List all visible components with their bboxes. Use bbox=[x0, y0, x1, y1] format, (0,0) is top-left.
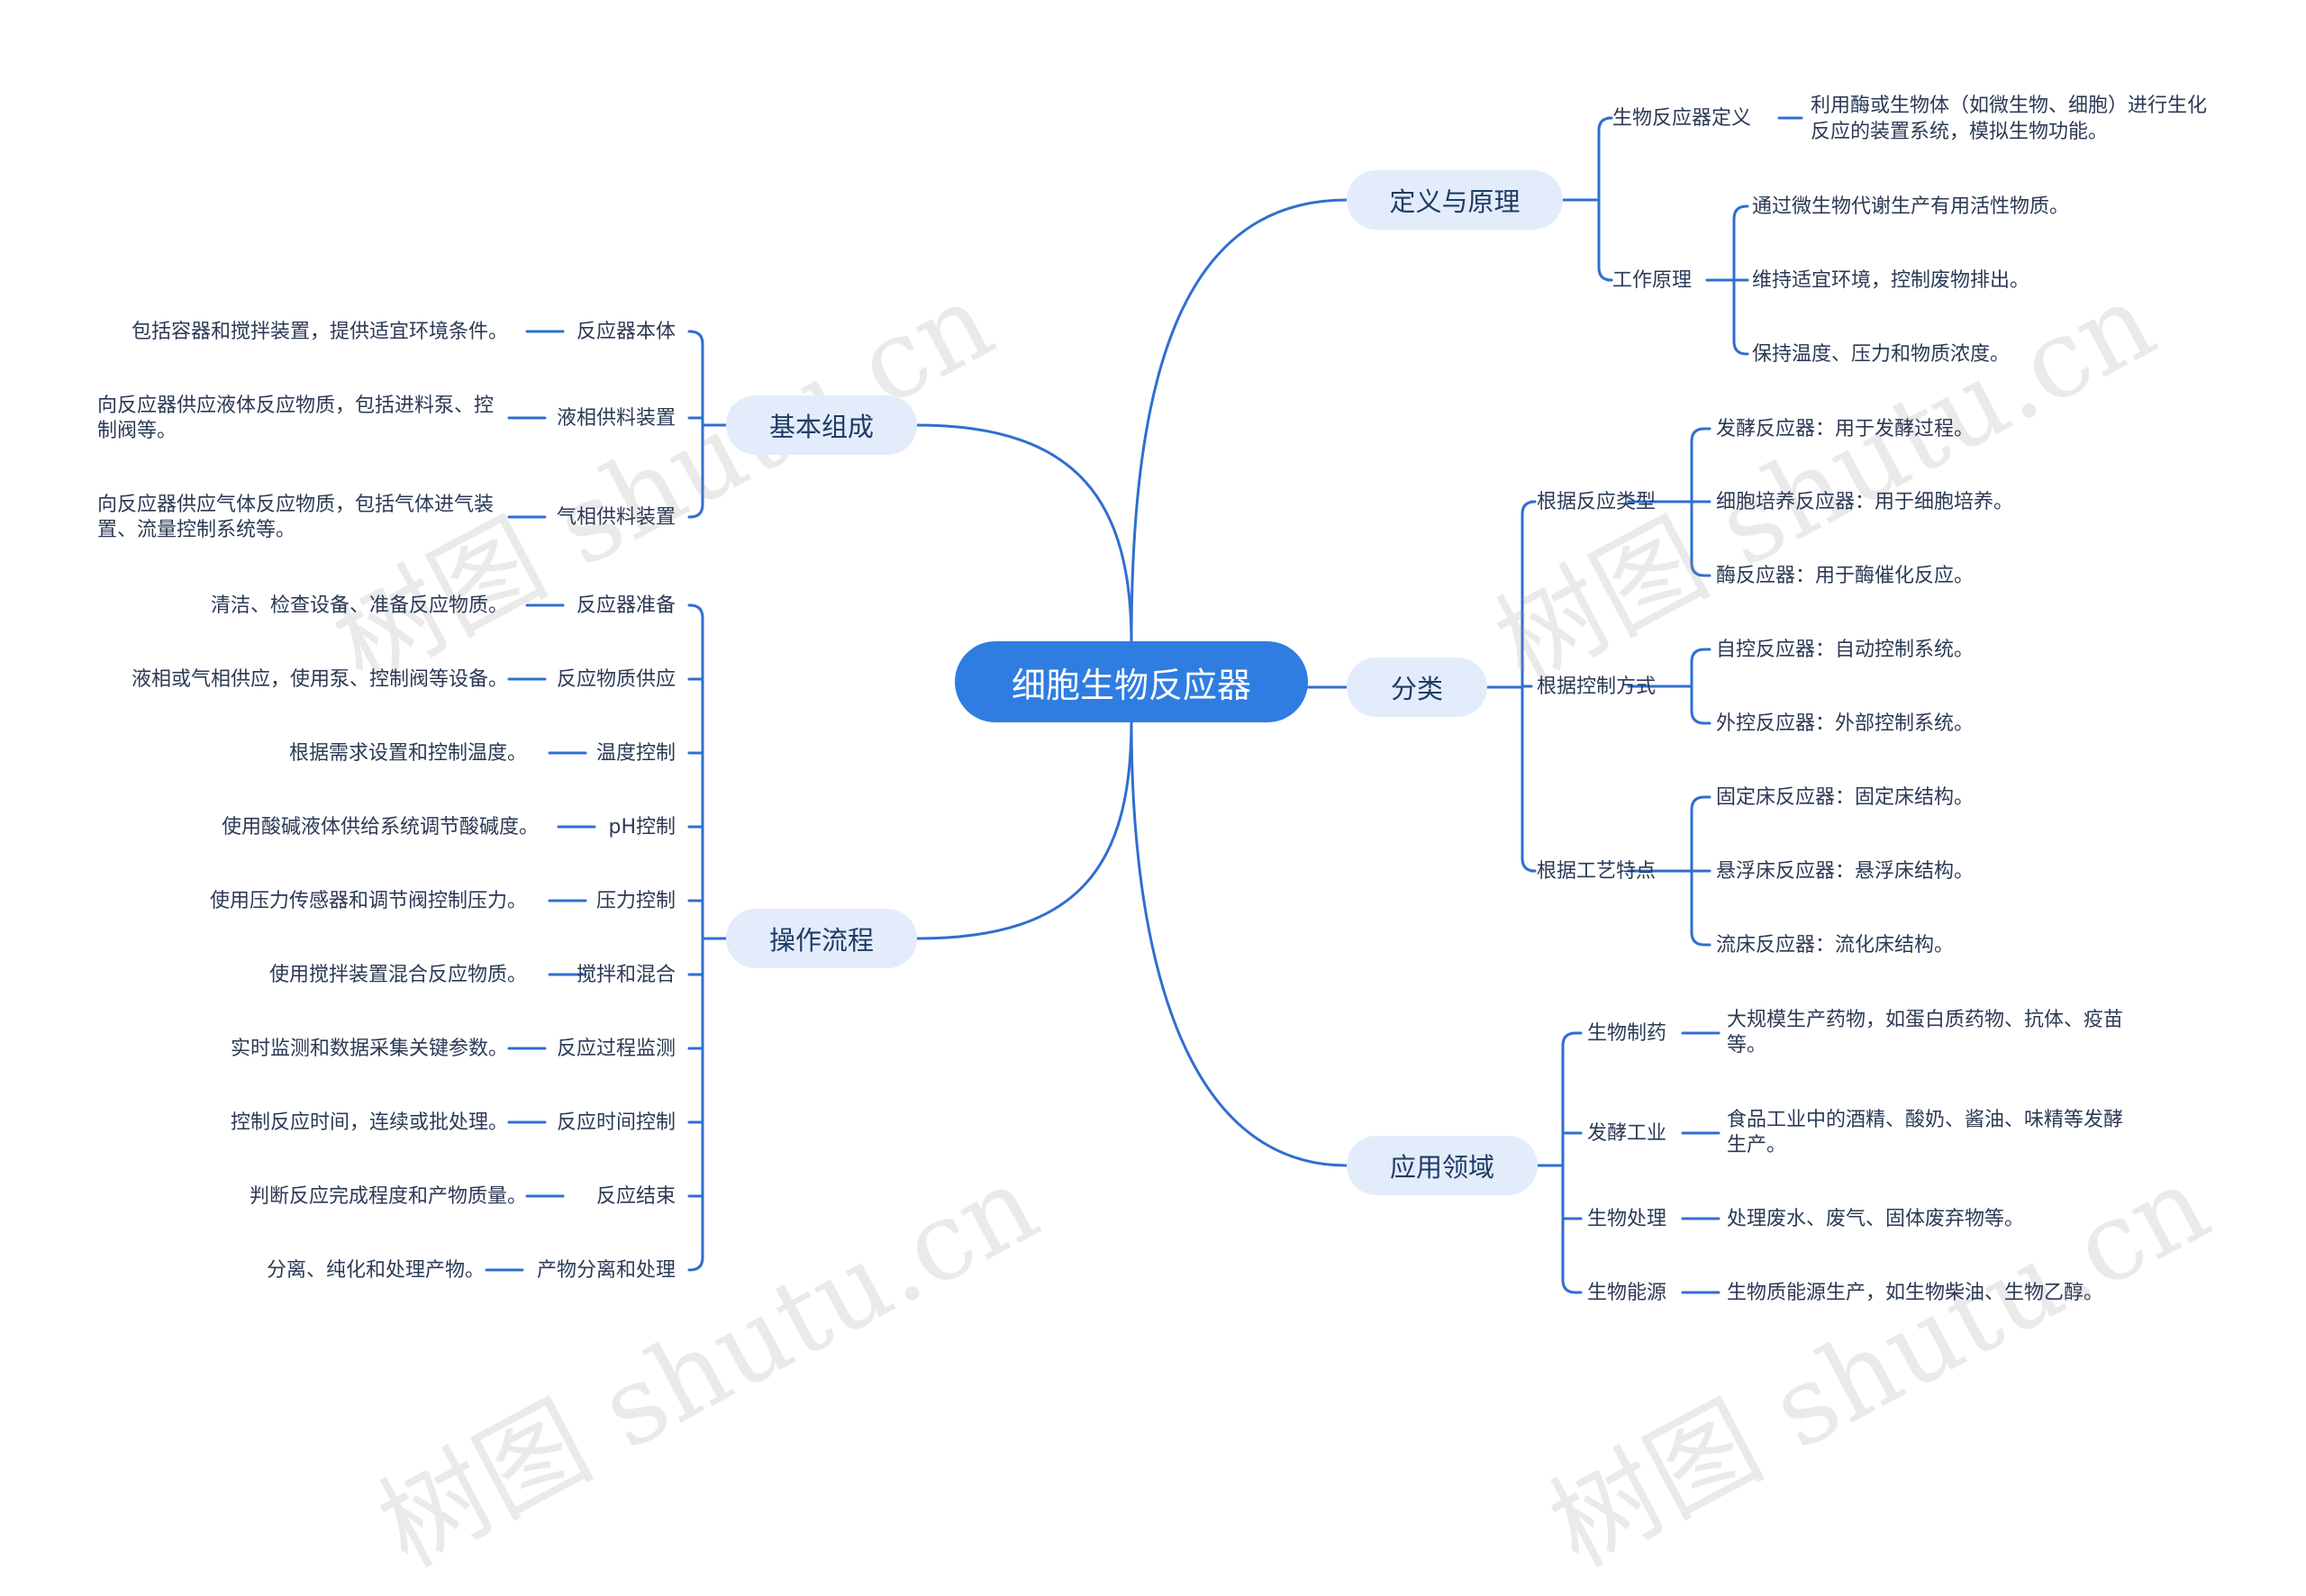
class-item: 自控反应器：自动控制系统。 bbox=[1716, 639, 1975, 661]
composition-text-line: 制阀等。 bbox=[97, 420, 177, 442]
process-text: 使用搅拌装置混合反应物质。 bbox=[268, 964, 527, 986]
node-class-group[interactable]: 根据工艺特点 bbox=[1537, 860, 1657, 883]
application-text-line: 生物质能源生产，如生物柴油、生物乙醇。 bbox=[1727, 1282, 2104, 1304]
class-item: 外控反应器：外部控制系统。 bbox=[1716, 712, 1975, 735]
class-group-bracket bbox=[1690, 869, 1706, 947]
process-text: 根据需求设置和控制温度。 bbox=[288, 742, 527, 765]
principle-item: 保持温度、压力和物质浓度。 bbox=[1752, 343, 2011, 366]
process-text: 使用酸碱液体供给系统调节酸碱度。 bbox=[221, 816, 539, 839]
principle-item: 维持适宜环境，控制废物排出。 bbox=[1752, 269, 2030, 292]
definition-text-line: 反应的装置系统，模拟生物功能。 bbox=[1811, 121, 2109, 143]
class-group-bracket bbox=[1690, 795, 1706, 873]
process-bracket bbox=[688, 603, 704, 940]
node-application[interactable]: 生物制药 bbox=[1587, 1022, 1667, 1045]
principle-bracket bbox=[1732, 278, 1748, 356]
definition-bracket bbox=[1597, 116, 1613, 202]
node-process[interactable]: 反应器准备 bbox=[576, 594, 676, 617]
branch-application[interactable]: 应用领域 bbox=[1347, 1136, 1538, 1195]
class-item: 悬浮床反应器：悬浮床结构。 bbox=[1716, 860, 1975, 883]
node-process[interactable]: 反应过程监测 bbox=[556, 1038, 676, 1060]
composition-text-line: 向反应器供应液体反应物质，包括进料泵、控 bbox=[97, 394, 495, 417]
application-text-line: 生产。 bbox=[1727, 1134, 1787, 1156]
class-item: 酶反应器：用于酶催化反应。 bbox=[1716, 565, 1975, 587]
node-application[interactable]: 生物处理 bbox=[1587, 1208, 1667, 1230]
node-class-group[interactable]: 根据控制方式 bbox=[1537, 676, 1657, 698]
mind-map: 树图 shutu.cn 树图 shutu.cn 树图 shutu.cn 树图 s… bbox=[97, 95, 2229, 1591]
definition-bracket bbox=[1597, 198, 1613, 282]
application-bracket bbox=[1561, 1164, 1577, 1294]
composition-text-line: 向反应器供应气体反应物质，包括气体进气装 bbox=[97, 494, 495, 516]
node-application[interactable]: 发酵工业 bbox=[1587, 1122, 1667, 1145]
root-to-process bbox=[915, 719, 1133, 940]
composition-bracket bbox=[688, 330, 704, 427]
node-process[interactable]: 压力控制 bbox=[595, 890, 676, 912]
class-item: 发酵反应器：用于发酵过程。 bbox=[1716, 418, 1975, 440]
node-process[interactable]: 产物分离和处理 bbox=[536, 1259, 676, 1282]
process-text: 使用压力传感器和调节阀控制压力。 bbox=[209, 890, 527, 912]
class-item: 细胞培养反应器：用于细胞培养。 bbox=[1716, 491, 2014, 513]
class-group-bracket bbox=[1690, 685, 1706, 725]
node-composition[interactable]: 液相供料装置 bbox=[556, 407, 676, 430]
node-composition[interactable]: 反应器本体 bbox=[576, 321, 676, 343]
definition-text-line: 利用酶或生物体（如微生物、细胞）进行生化 bbox=[1811, 95, 2208, 117]
node-process[interactable]: 反应时间控制 bbox=[556, 1111, 676, 1134]
root-node[interactable]: 细胞生物反应器 bbox=[957, 643, 1306, 721]
process-text: 液相或气相供应，使用泵、控制阀等设备。 bbox=[131, 668, 508, 691]
process-text: 清洁、检查设备、准备反应物质。 bbox=[210, 594, 508, 617]
classification-bracket bbox=[1521, 685, 1537, 873]
principle-bracket bbox=[1732, 204, 1748, 282]
node-composition[interactable]: 气相供料装置 bbox=[556, 506, 676, 529]
application-bracket bbox=[1561, 1031, 1577, 1167]
node-definition-label[interactable]: 生物反应器定义 bbox=[1612, 107, 1752, 130]
node-process[interactable]: 反应结束 bbox=[595, 1185, 676, 1208]
branch-definition[interactable]: 定义与原理 bbox=[1347, 170, 1563, 230]
node-class-group[interactable]: 根据反应类型 bbox=[1537, 491, 1657, 513]
application-text-line: 大规模生产药物，如蛋白质药物、抗体、疫苗 bbox=[1727, 1009, 2124, 1031]
process-text: 判断反应完成程度和产物质量。 bbox=[249, 1185, 527, 1208]
class-group-bracket bbox=[1690, 500, 1706, 577]
node-principle-label[interactable]: 工作原理 bbox=[1612, 269, 1693, 292]
composition-text-line: 包括容器和搅拌装置，提供适宜环境条件。 bbox=[131, 321, 508, 343]
node-process[interactable]: 反应物质供应 bbox=[556, 668, 676, 691]
composition-bracket bbox=[688, 423, 704, 519]
principle-item: 通过微生物代谢生产有用活性物质。 bbox=[1752, 195, 2070, 218]
root-to-definition bbox=[1130, 198, 1348, 645]
process-bracket bbox=[688, 937, 704, 1272]
class-group-bracket bbox=[1690, 427, 1706, 503]
application-text-line: 等。 bbox=[1727, 1034, 1767, 1056]
process-text: 控制反应时间，连续或批处理。 bbox=[230, 1111, 508, 1134]
root-to-composition bbox=[915, 423, 1133, 645]
branch-composition[interactable]: 基本组成 bbox=[726, 395, 917, 455]
class-group-bracket bbox=[1690, 648, 1706, 688]
classification-bracket bbox=[1521, 500, 1537, 689]
node-application[interactable]: 生物能源 bbox=[1587, 1282, 1667, 1304]
composition-text-line: 置、流量控制系统等。 bbox=[97, 519, 296, 541]
process-text: 实时监测和数据采集关键参数。 bbox=[230, 1038, 508, 1060]
branch-process[interactable]: 操作流程 bbox=[726, 909, 917, 968]
class-item: 固定床反应器：固定床结构。 bbox=[1716, 786, 1975, 809]
root-to-application bbox=[1130, 719, 1348, 1167]
node-process[interactable]: 搅拌和混合 bbox=[576, 964, 676, 986]
branch-classification[interactable]: 分类 bbox=[1347, 657, 1487, 717]
node-process[interactable]: pH控制 bbox=[608, 816, 676, 839]
connector-lines bbox=[485, 116, 1803, 1294]
node-process[interactable]: 温度控制 bbox=[595, 742, 676, 765]
application-text-line: 食品工业中的酒精、酸奶、酱油、味精等发酵 bbox=[1727, 1109, 2124, 1131]
class-item: 流床反应器：流化床结构。 bbox=[1716, 934, 1955, 957]
application-text-line: 处理废水、废气、固体废弃物等。 bbox=[1727, 1208, 2025, 1230]
process-text: 分离、纯化和处理产物。 bbox=[266, 1259, 485, 1282]
